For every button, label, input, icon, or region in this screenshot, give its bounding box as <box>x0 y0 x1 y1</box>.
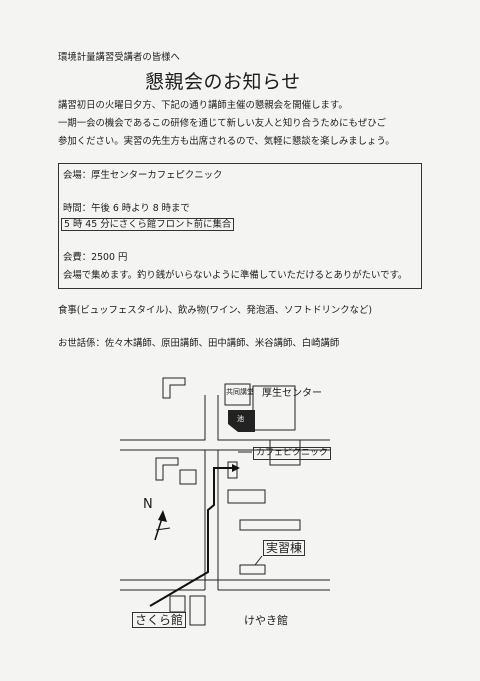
intro-line-2: 一期一会の機会であるこの研修を通じて新しい友人と知り合うためにもぜひご <box>58 118 387 129</box>
map-label-koseicenter: 厚生センター <box>262 388 322 399</box>
map-label-keyakikan: けやき館 <box>244 614 288 627</box>
map-label-jinja: 共同講堂 <box>226 388 254 396</box>
venue-text: 会場：厚生センターカフェピクニック <box>63 170 223 181</box>
food-text: 食事(ビュッフェスタイル)、飲み物(ワイン、発泡酒、ソフトドリンクなど) <box>58 305 373 316</box>
map-label-cafe: カフェピクニック <box>253 447 332 460</box>
meetup-text: 5 時 45 分にさくら館フロント前に集合 <box>61 218 235 232</box>
time-text: 時間：午後 6 時より 8 時まで <box>63 203 190 214</box>
pond-shape <box>228 410 255 432</box>
map-label-jisshuto: 実習棟 <box>263 540 306 557</box>
north-label: N <box>143 497 153 512</box>
fee-note-text: 会場で集めます。釣り銭がいらないように準備していただけるとありがたいです。 <box>63 270 408 281</box>
details-box <box>58 163 422 289</box>
organizers-text: お世話係：佐々木講師、原田講師、田中講師、米谷講師、白崎講師 <box>58 338 340 349</box>
fee-text: 会費：2500 円 <box>63 252 128 263</box>
map-label-ike: 池 <box>237 415 244 423</box>
page-title: 懇親会のお知らせ <box>145 71 301 93</box>
intro-line-3: 参加ください。実習の先生方も出席されるので、気軽に懇談を楽しみましょう。 <box>58 136 395 147</box>
map-label-sakurakan: さくら館 <box>132 612 187 629</box>
recipients-line: 環境計量講習受講者の皆様へ <box>58 52 180 63</box>
intro-line-1: 講習初日の火曜日夕方、下記の通り講師主催の懇親会を開催します。 <box>58 100 348 111</box>
